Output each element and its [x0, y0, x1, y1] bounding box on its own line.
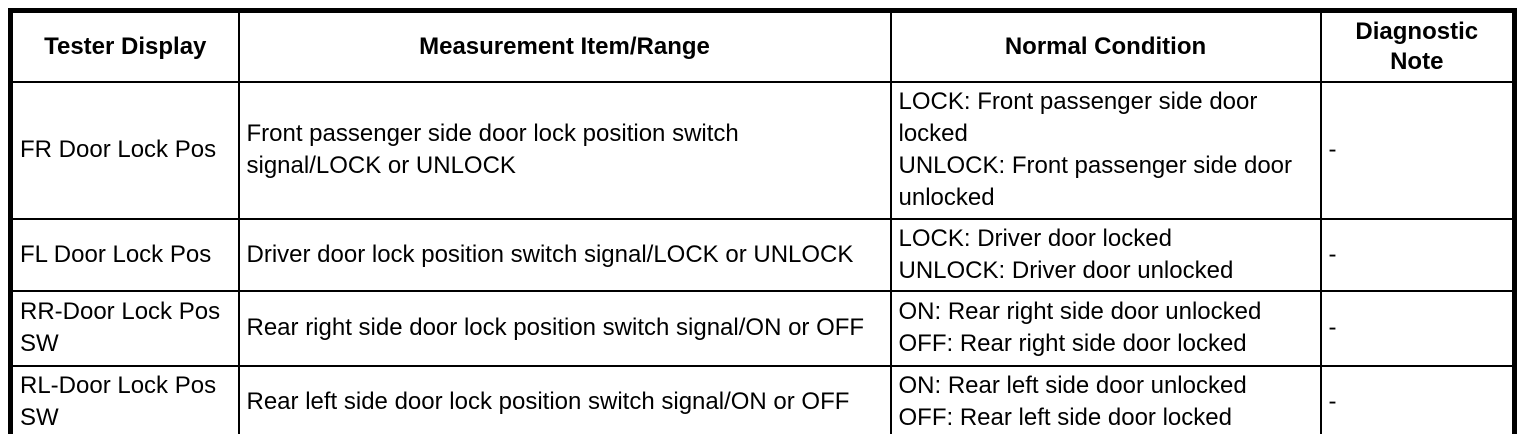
cell-measurement: Rear left side door lock position switch…: [237, 364, 892, 434]
cell-diagnostic-note: -: [1319, 289, 1516, 367]
column-header-tester-display: Tester Display: [9, 9, 240, 83]
table-row: RL-Door Lock Pos SW Rear left side door …: [9, 364, 1516, 434]
cell-measurement: Driver door lock position switch signal/…: [237, 217, 892, 292]
cell-diagnostic-note: -: [1319, 81, 1516, 220]
cell-normal-condition: LOCK: Driver door locked UNLOCK: Driver …: [889, 217, 1322, 292]
cell-diagnostic-note: -: [1319, 364, 1516, 434]
column-header-normal-condition: Normal Condition: [889, 9, 1322, 83]
table-row: FR Door Lock Pos Front passenger side do…: [9, 81, 1516, 220]
column-header-diagnostic-note: Diagnostic Note: [1319, 9, 1516, 83]
data-list-table: Tester Display Measurement Item/Range No…: [8, 8, 1517, 434]
table-row: RR-Door Lock Pos SW Rear right side door…: [9, 289, 1516, 367]
cell-tester-display: FL Door Lock Pos: [9, 217, 240, 292]
table-header-row: Tester Display Measurement Item/Range No…: [9, 9, 1516, 83]
cell-diagnostic-note: -: [1319, 217, 1516, 292]
cell-tester-display: RL-Door Lock Pos SW: [9, 364, 240, 434]
cell-normal-condition: ON: Rear right side door unlocked OFF: R…: [889, 289, 1322, 367]
cell-normal-condition: ON: Rear left side door unlocked OFF: Re…: [889, 364, 1322, 434]
cell-measurement: Rear right side door lock position switc…: [237, 289, 892, 367]
cell-tester-display: FR Door Lock Pos: [9, 81, 240, 220]
cell-normal-condition: LOCK: Front passenger side door locked U…: [889, 81, 1322, 220]
cell-measurement: Front passenger side door lock position …: [237, 81, 892, 220]
cell-tester-display: RR-Door Lock Pos SW: [9, 289, 240, 367]
table-row: FL Door Lock Pos Driver door lock positi…: [9, 217, 1516, 292]
column-header-measurement-item-range: Measurement Item/Range: [237, 9, 892, 83]
